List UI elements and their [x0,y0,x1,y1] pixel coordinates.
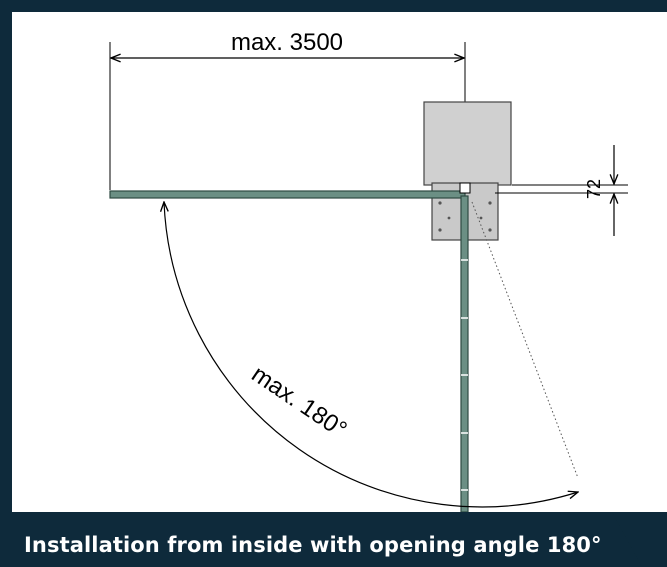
drawing-panel: max. 3500 [12,12,667,512]
door-leaf-closed-position [460,195,469,512]
caption-background [0,512,642,567]
pivot-point [459,182,471,194]
installation-diagram: max. 3500 [109,29,628,512]
opening-angle-label: max. 180° [247,361,352,444]
caption-bar: Installation from inside with opening an… [0,512,667,567]
caption-text: Installation from inside with opening an… [24,533,602,557]
opening-angle-arc [164,202,578,508]
door-leaf-open-position [109,190,466,199]
drive-housing-upper [423,101,512,186]
swing-reference-dotted-line [471,201,579,479]
width-dimension-label: max. 3500 [231,29,343,56]
gap-dimension-label: 72 [584,179,604,199]
